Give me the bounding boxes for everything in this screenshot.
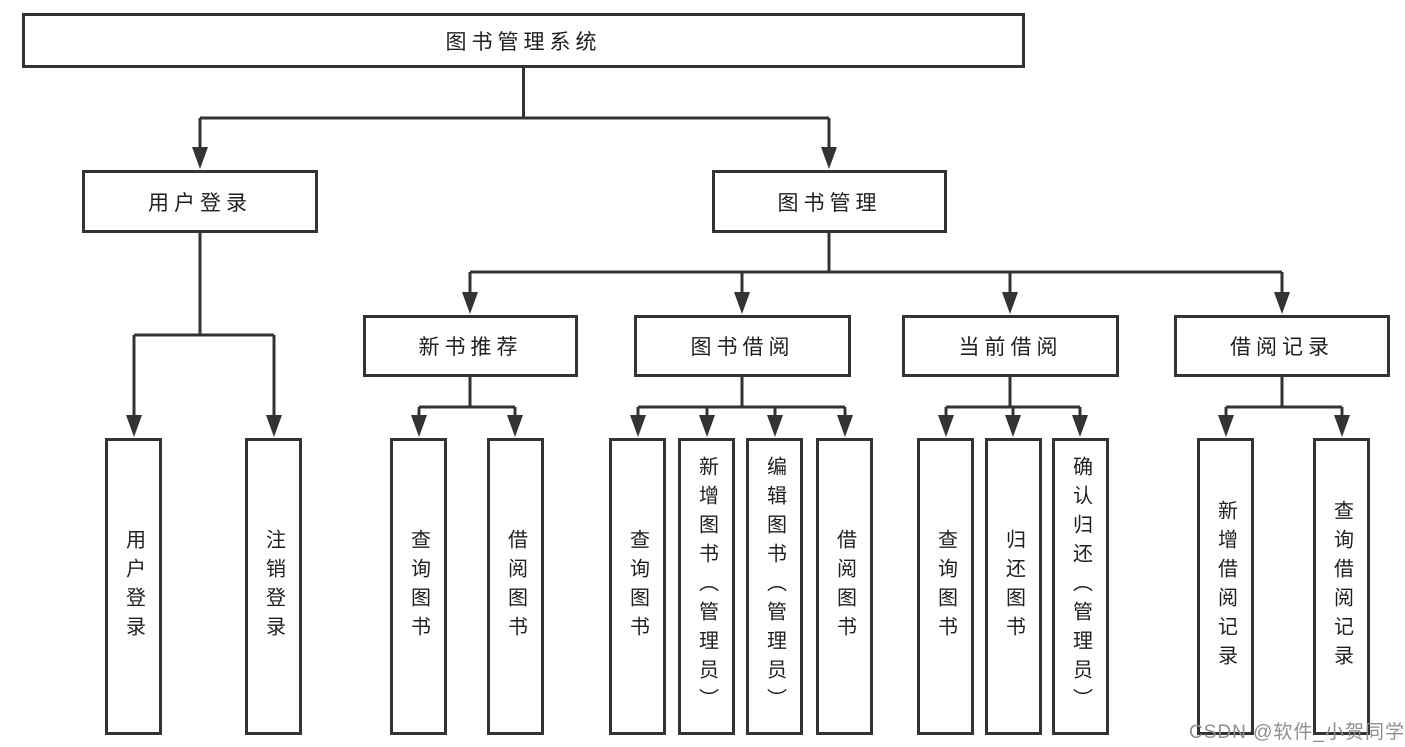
leaf-add-book-admin-label: 新增图书（管理员） (695, 456, 718, 717)
leaf-add-book-admin: 新增图书（管理员） (678, 438, 735, 735)
leaf-add-borrow-record: 新增借阅记录 (1197, 438, 1254, 735)
leaf-return-book-label: 归还图书 (1002, 528, 1025, 645)
leaf-logout-login: 注销登录 (245, 438, 302, 735)
connector-current-borrowing (938, 377, 1088, 437)
connector-root (192, 68, 837, 169)
connector-borrowing-records (1218, 377, 1350, 437)
leaf-query-borrow-record: 查询借阅记录 (1313, 438, 1370, 735)
node-book-borrowing: 图书借阅 (634, 315, 851, 377)
node-root: 图书管理系统 (22, 13, 1025, 68)
leaf-query-books-current: 查询图书 (917, 438, 974, 735)
leaf-user-login-label: 用户登录 (122, 528, 145, 645)
leaf-query-borrow-record-label: 查询借阅记录 (1330, 499, 1353, 674)
leaf-borrow-books-recommend-label: 借阅图书 (504, 528, 527, 645)
leaf-query-books-current-label: 查询图书 (934, 528, 957, 645)
connector-user-login (126, 233, 282, 437)
leaf-return-book: 归还图书 (985, 438, 1042, 735)
node-current-borrowing: 当前借阅 (902, 315, 1119, 377)
leaf-query-books-borrowing: 查询图书 (609, 438, 666, 735)
csdn-watermark: CSDN @软件_小贺同学 (1189, 722, 1405, 743)
leaf-add-borrow-record-label: 新增借阅记录 (1214, 499, 1237, 674)
leaf-confirm-return-admin: 确认归还（管理员） (1052, 438, 1109, 735)
node-user-login: 用户登录 (82, 170, 318, 233)
leaf-logout-login-label: 注销登录 (262, 528, 285, 645)
leaf-user-login: 用户登录 (105, 438, 162, 735)
node-borrowing-records: 借阅记录 (1174, 315, 1390, 377)
leaf-borrow-books-borrowing: 借阅图书 (816, 438, 873, 735)
connector-book-borrowing (630, 377, 853, 437)
connector-new-book-recommendation (411, 377, 523, 437)
connector-book-management (462, 233, 1290, 314)
leaf-query-books-borrowing-label: 查询图书 (626, 528, 649, 645)
leaf-edit-book-admin: 编辑图书（管理员） (746, 438, 803, 735)
leaf-borrow-books-borrowing-label: 借阅图书 (833, 528, 856, 645)
node-book-management: 图书管理 (712, 170, 947, 233)
leaf-confirm-return-admin-label: 确认归还（管理员） (1069, 456, 1092, 717)
leaf-borrow-books-recommend: 借阅图书 (487, 438, 544, 735)
leaf-edit-book-admin-label: 编辑图书（管理员） (763, 456, 786, 717)
leaf-query-books-recommend-label: 查询图书 (407, 528, 430, 645)
node-new-book-recommendation: 新书推荐 (363, 315, 578, 377)
leaf-query-books-recommend: 查询图书 (390, 438, 447, 735)
